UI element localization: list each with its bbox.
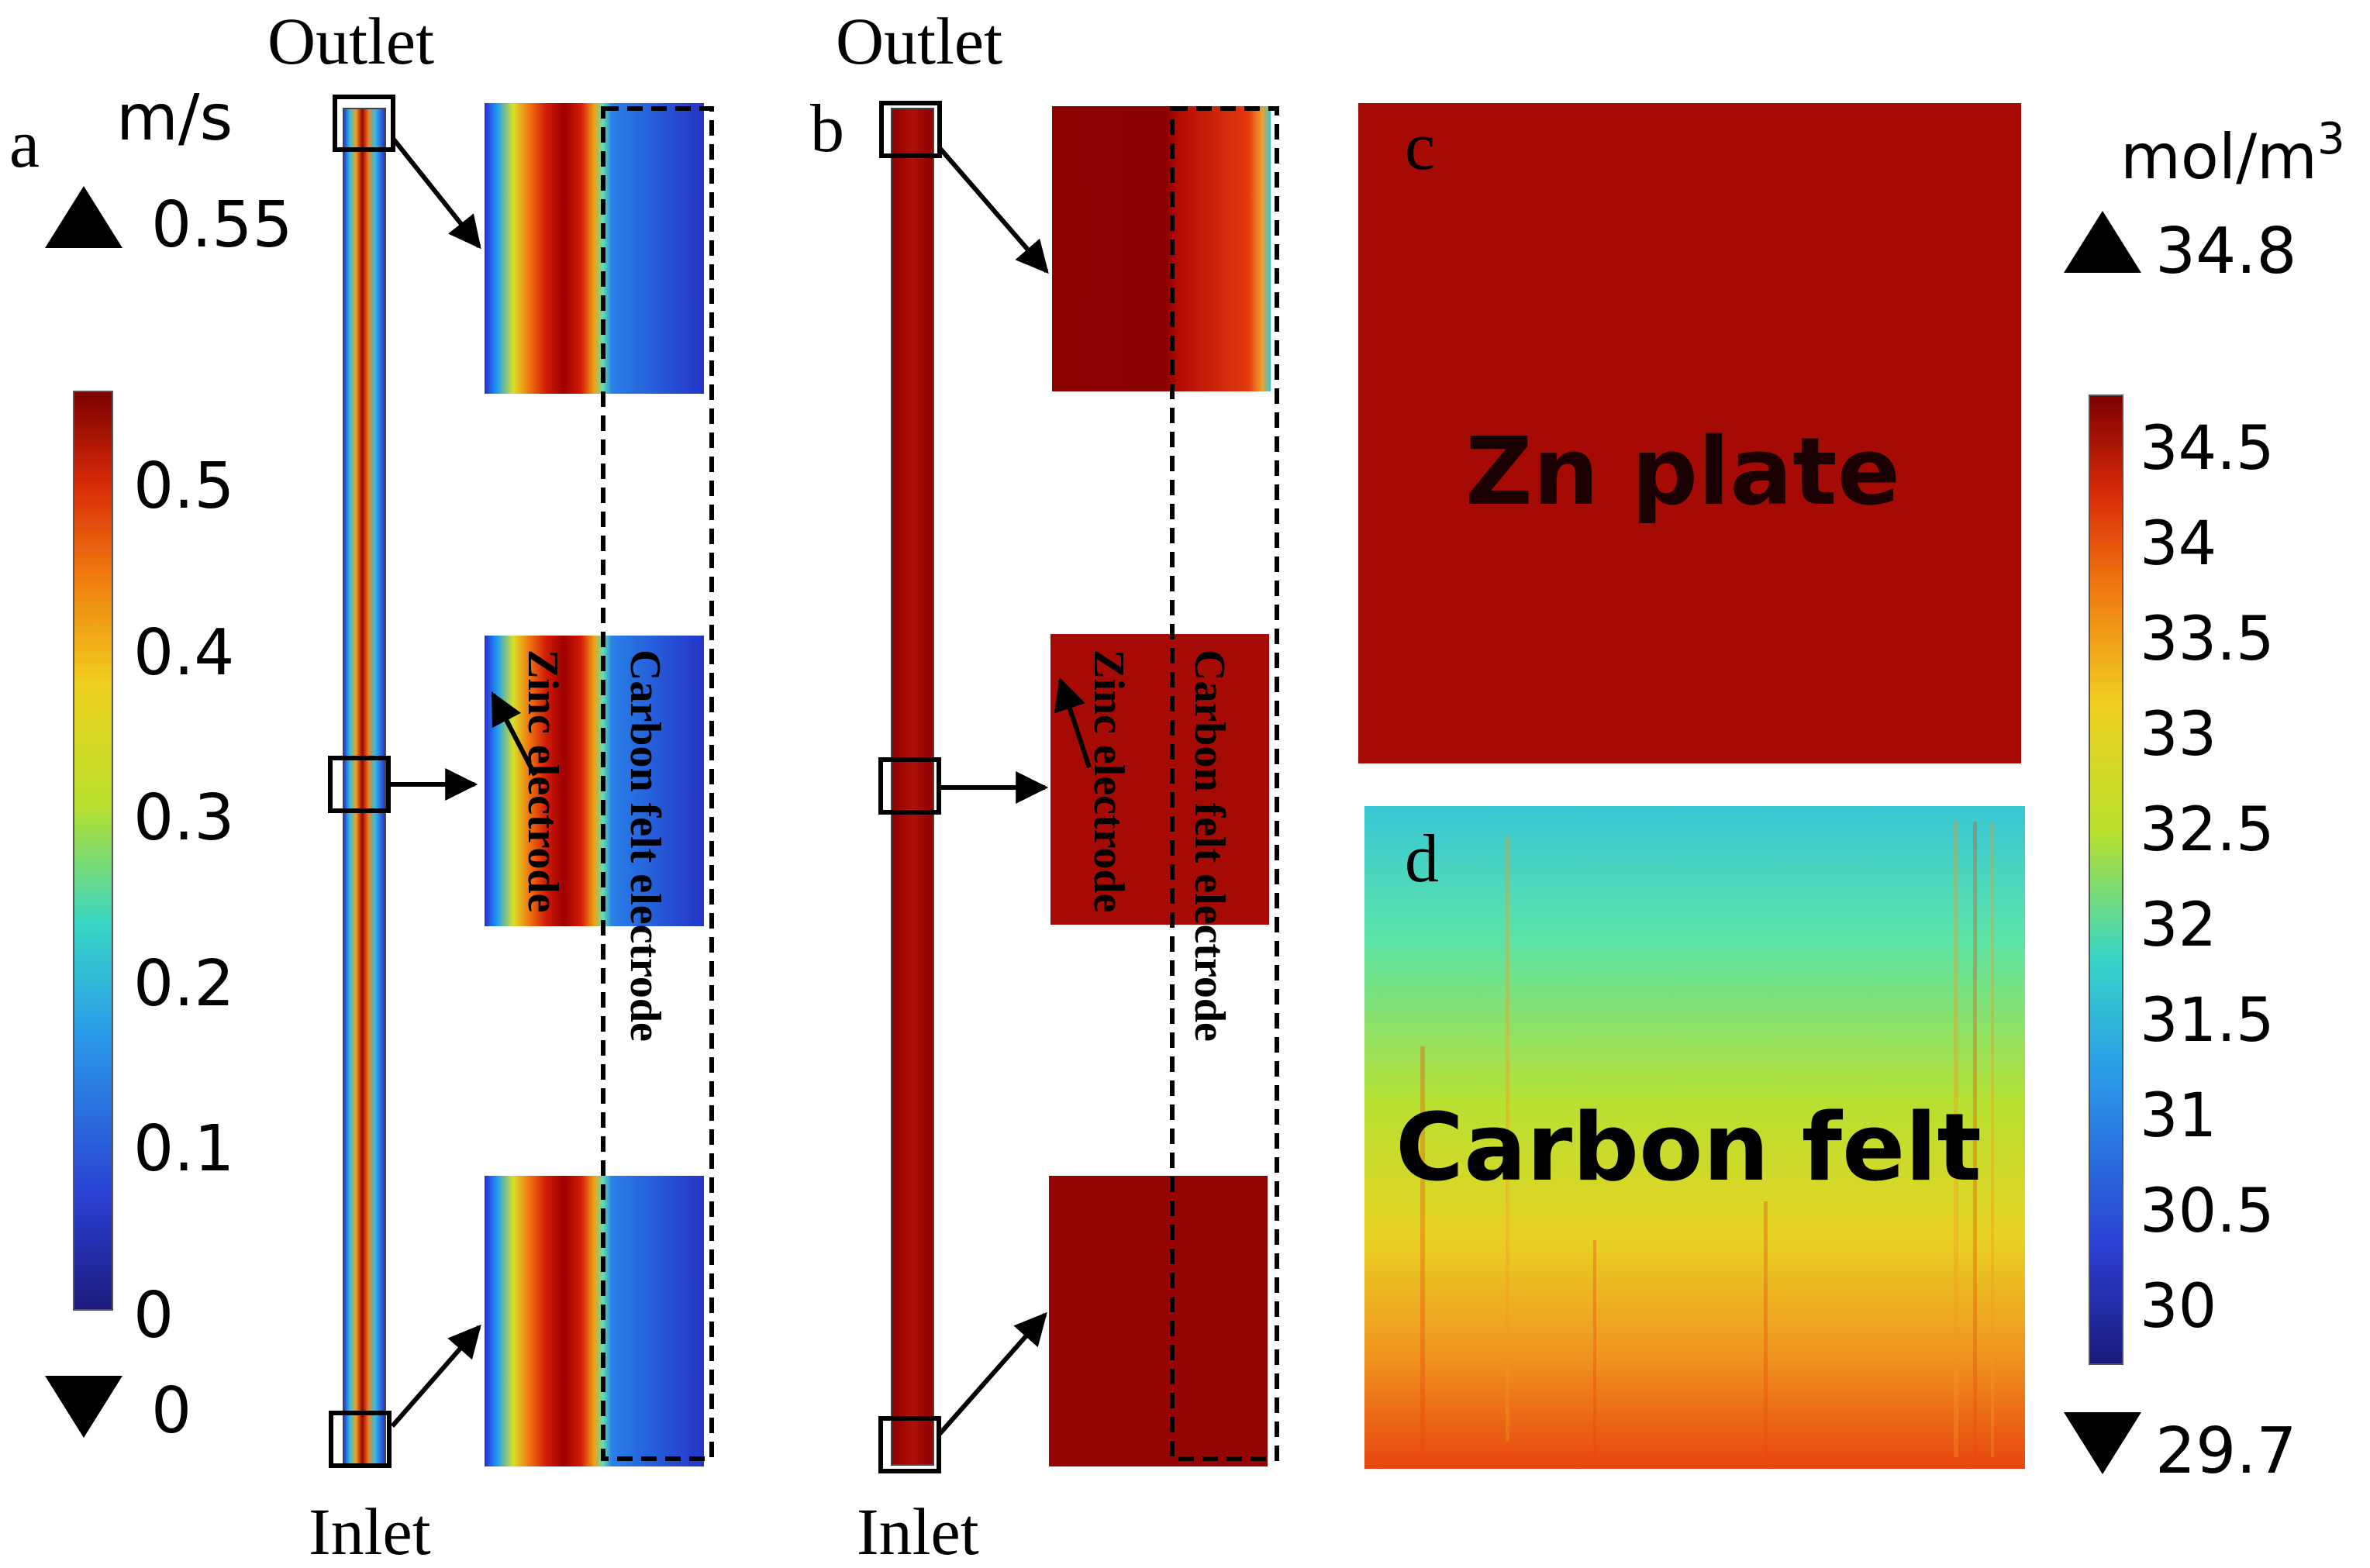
arrow-to-zoom-top bbox=[938, 147, 1049, 274]
panel-a-top-box bbox=[333, 95, 395, 152]
panel-a-inlet-label: Inlet bbox=[309, 1494, 431, 1568]
concentration-tick-label: 33 bbox=[2140, 700, 2216, 770]
panel-b-outlet-label: Outlet bbox=[836, 4, 1002, 78]
panel-d: d Carbon felt bbox=[1364, 806, 2025, 1469]
concentration-unit: mol/m bbox=[2120, 121, 2317, 193]
panel-a-letter: a bbox=[9, 107, 40, 182]
streak bbox=[1506, 837, 1509, 1442]
panel-b-carbon-felt-outline bbox=[1170, 106, 1279, 1461]
panel-b-top-box bbox=[879, 101, 942, 158]
min-triangle-icon bbox=[2064, 1412, 2141, 1474]
concentration-max-label: 34.8 bbox=[2155, 215, 2297, 288]
carbon-felt-map bbox=[1364, 806, 2025, 1469]
concentration-tick-label: 32 bbox=[2140, 891, 2216, 960]
concentration-min-label: 29.7 bbox=[2155, 1415, 2297, 1488]
velocity-min-label: 0 bbox=[151, 1374, 191, 1448]
streak bbox=[1973, 822, 1977, 1457]
streak bbox=[1593, 1240, 1596, 1457]
arrow-to-zoom-bottom bbox=[937, 1311, 1047, 1435]
concentration-tick-label: 33.5 bbox=[2140, 605, 2275, 674]
panel-b-channel bbox=[891, 108, 934, 1466]
panel-a-zoom-mid bbox=[485, 636, 704, 926]
panel-b-carbon-felt-label: Carbon felt electrode bbox=[1185, 650, 1233, 1042]
velocity-tick-label: 0 bbox=[133, 1279, 174, 1353]
panel-b-bottom-box bbox=[878, 1416, 941, 1473]
concentration-tick-label: 34.5 bbox=[2140, 414, 2275, 484]
velocity-colorbar bbox=[73, 391, 113, 1311]
panel-a-outlet-label: Outlet bbox=[267, 4, 434, 78]
streak bbox=[1764, 1201, 1768, 1457]
zn-plate-label: Zn plate bbox=[1465, 419, 1900, 526]
panel-b-zoom-top bbox=[1052, 106, 1271, 391]
velocity-tick-label: 0.4 bbox=[133, 616, 234, 690]
arrow-to-zoom-top bbox=[392, 138, 481, 250]
panel-b: b Outlet Inlet Zinc electrode Carbon fel… bbox=[810, 4, 1279, 1568]
concentration-unit-label: mol/m3 bbox=[2120, 114, 2345, 193]
zinc-pointer-arrow bbox=[491, 691, 537, 777]
zn-plate-map bbox=[1358, 103, 2021, 763]
concentration-unit-superscript: 3 bbox=[2317, 114, 2345, 164]
concentration-tick-label: 32.5 bbox=[2140, 795, 2275, 865]
arrow-to-zoom-bottom bbox=[390, 1324, 481, 1428]
carbon-felt-label: Carbon felt bbox=[1395, 1094, 1982, 1202]
panel-a-zinc-electrode-label: Zinc electrode bbox=[519, 650, 567, 913]
concentration-colorbar-ticks: 34.5 34 33.5 33 32.5 32 31.5 31 30.5 30 bbox=[2140, 414, 2275, 1342]
max-triangle-icon bbox=[2064, 211, 2141, 273]
streak bbox=[1420, 1046, 1425, 1449]
panel-b-zoom-bottom bbox=[1049, 1176, 1268, 1466]
panel-b-inlet-label: Inlet bbox=[857, 1494, 979, 1568]
panel-a-mid-box bbox=[328, 756, 391, 813]
concentration-tick-label: 30 bbox=[2140, 1272, 2216, 1342]
velocity-unit-label: m/s bbox=[116, 81, 233, 155]
panel-a-channel bbox=[343, 108, 386, 1466]
velocity-tick-label: 0.1 bbox=[133, 1112, 234, 1186]
panel-a: a m/s 0.55 0.5 0.4 0.3 0.2 0.1 0 0 Outle… bbox=[9, 4, 714, 1568]
concentration-colorbar bbox=[2089, 395, 2123, 1365]
concentration-tick-label: 34 bbox=[2140, 509, 2216, 579]
concentration-tick-label: 31 bbox=[2140, 1081, 2216, 1151]
panel-b-mid-box bbox=[878, 757, 941, 815]
velocity-tick-label: 0.5 bbox=[133, 450, 234, 523]
concentration-tick-label: 30.5 bbox=[2140, 1177, 2275, 1246]
panel-b-letter: b bbox=[810, 91, 844, 167]
panel-c-letter: c bbox=[1405, 109, 1435, 184]
carbon-felt-streaks bbox=[1420, 822, 1994, 1457]
panel-a-bottom-box bbox=[329, 1411, 392, 1468]
min-triangle-icon bbox=[45, 1376, 122, 1438]
panel-b-zoom-mid bbox=[1050, 634, 1269, 925]
panel-a-carbon-felt-label: Carbon felt electrode bbox=[621, 650, 669, 1042]
velocity-max-label: 0.55 bbox=[151, 188, 293, 262]
panel-a-zoom-bottom bbox=[485, 1176, 704, 1466]
velocity-tick-label: 0.3 bbox=[133, 781, 234, 855]
panel-c: c Zn plate bbox=[1358, 103, 2021, 763]
velocity-tick-label: 0.2 bbox=[133, 947, 234, 1021]
concentration-tick-label: 31.5 bbox=[2140, 986, 2275, 1056]
velocity-colorbar-ticks: 0.5 0.4 0.3 0.2 0.1 0 bbox=[133, 450, 234, 1353]
panel-b-zinc-electrode-label: Zinc electrode bbox=[1085, 650, 1133, 913]
panel-a-zoom-top bbox=[485, 103, 704, 394]
panel-d-letter: d bbox=[1405, 822, 1439, 897]
panel-a-carbon-felt-outline bbox=[601, 106, 714, 1461]
zinc-pointer-arrow bbox=[1054, 677, 1092, 768]
concentration-scale: mol/m3 34.8 34.5 34 33.5 33 32.5 32 31.5… bbox=[2064, 114, 2345, 1488]
streak bbox=[1954, 822, 1958, 1457]
max-triangle-icon bbox=[45, 186, 122, 248]
streak bbox=[1991, 822, 1994, 1457]
